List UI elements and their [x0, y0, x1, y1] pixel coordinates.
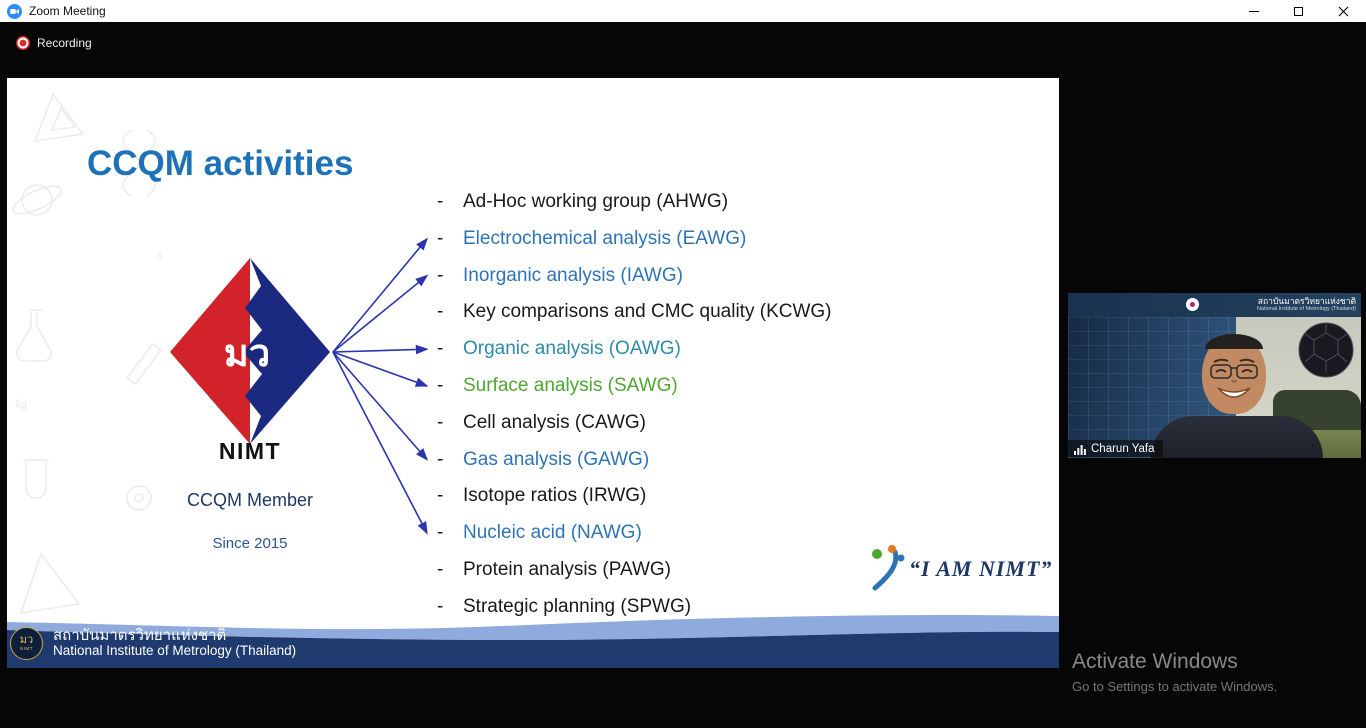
- list-dash: -: [437, 301, 444, 323]
- participant-name: Charun Yafa: [1091, 442, 1155, 455]
- recording-indicator: Recording: [16, 36, 92, 50]
- group-arrow: [332, 351, 429, 387]
- record-dot-icon[interactable]: [16, 36, 30, 50]
- working-group-label: Surface analysis (SAWG): [463, 375, 678, 396]
- activate-windows-watermark: Activate Windows Go to Settings to activ…: [1072, 650, 1277, 694]
- group-arrow: [332, 344, 429, 355]
- minimize-button[interactable]: [1231, 0, 1276, 22]
- minimize-icon: [1248, 10, 1259, 12]
- working-group-label: Protein analysis (PAWG): [463, 559, 671, 580]
- group-arrow: [332, 274, 429, 353]
- close-icon: [1338, 6, 1349, 16]
- working-group-label: Isotope ratios (IRWG): [463, 485, 647, 507]
- svg-text:kg: kg: [15, 396, 28, 411]
- building-sign-text: สถาบันมาตรวิทยาแห่งชาติ National Institu…: [1257, 296, 1356, 313]
- working-group-label: Organic analysis (OAWG): [463, 338, 681, 360]
- working-group-item: -Surface analysis (SAWG): [437, 372, 678, 400]
- list-dash: -: [437, 485, 444, 507]
- list-dash: -: [437, 264, 444, 286]
- working-group-label: Nucleic acid (NAWG): [463, 522, 642, 544]
- maximize-button[interactable]: [1276, 0, 1321, 22]
- building-sign-thai: สถาบันมาตรวิทยาแห่งชาติ: [1257, 296, 1356, 306]
- window-controls: [1231, 0, 1366, 22]
- building-sign-english: National Institute of Metrology (Thailan…: [1256, 306, 1356, 313]
- working-group-item: -Organic analysis (OAWG): [437, 335, 681, 363]
- i-am-nimt-label: “I AM NIMT”: [909, 556, 1053, 581]
- slide-title: CCQM activities: [87, 144, 354, 183]
- list-dash: -: [437, 191, 444, 212]
- list-dash: -: [437, 338, 444, 360]
- nimt-logo: มว: [170, 258, 330, 444]
- list-dash: -: [437, 559, 444, 580]
- working-group-item: -Inorganic analysis (IAWG): [437, 262, 683, 290]
- activate-windows-line2: Go to Settings to activate Windows.: [1072, 679, 1278, 694]
- list-dash: -: [437, 448, 444, 470]
- group-arrow: [332, 237, 429, 353]
- restore-icon: [1294, 6, 1303, 16]
- working-group-item: -Protein analysis (PAWG): [437, 556, 671, 584]
- institute-name-thai: สถาบันมาตรวิทยาแห่งชาติ: [53, 627, 227, 644]
- slide-footer: มว NIMT สถาบันมาตรวิทยาแห่งชาติ National…: [7, 608, 1059, 668]
- window-title: Zoom Meeting: [29, 4, 106, 18]
- since-label: Since 2015: [212, 535, 288, 552]
- building-sign-band: สถาบันมาตรวิทยาแห่งชาติ National Institu…: [1068, 293, 1361, 317]
- nimt-seal-icon: มว NIMT: [10, 627, 43, 660]
- seal-caption: NIMT: [20, 646, 33, 652]
- nimt-caption: NIMT: [218, 438, 282, 464]
- list-dash: -: [437, 375, 444, 396]
- activate-windows-line1: Activate Windows: [1072, 650, 1238, 673]
- institute-name-english: National Institute of Metrology (Thailan…: [53, 643, 297, 658]
- ccqm-member-label: CCQM Member: [186, 490, 313, 510]
- working-group-item: -Electrochemical analysis (EAWG): [437, 225, 746, 253]
- meeting-area: Recording kg mol s: [0, 22, 1366, 728]
- person-head: [1202, 334, 1266, 414]
- working-group-label: Ad-Hoc working group (AHWG): [463, 191, 729, 212]
- working-group-label: Cell analysis (CAWG): [463, 411, 646, 433]
- working-group-item: -Strategic planning (SPWG): [437, 593, 691, 621]
- working-group-item: -Gas analysis (GAWG): [437, 446, 649, 474]
- footer-wave: [7, 615, 1059, 668]
- working-group-item: -Key comparisons and CMC quality (KCWG): [437, 298, 832, 326]
- list-dash: -: [437, 522, 444, 544]
- recording-label: Recording: [37, 36, 92, 50]
- i-am-nimt-icon: [872, 545, 905, 591]
- mic-level-icon: [1074, 444, 1086, 455]
- working-group-item: -Ad-Hoc working group (AHWG): [437, 188, 728, 216]
- fullerene-sculpture: [1298, 322, 1354, 378]
- working-group-item: -Cell analysis (CAWG): [437, 409, 646, 437]
- list-dash: -: [437, 227, 444, 249]
- title-bar: Zoom Meeting: [0, 0, 1366, 22]
- participant-video-tile[interactable]: สถาบันมาตรวิทยาแห่งชาติ National Institu…: [1068, 293, 1361, 458]
- participant-name-tag: Charun Yafa: [1068, 440, 1163, 457]
- seal-glyph: มว: [19, 634, 34, 647]
- close-button[interactable]: [1321, 0, 1366, 22]
- person-body: [1151, 416, 1323, 458]
- working-group-label: Gas analysis (GAWG): [463, 448, 650, 470]
- nimt-logo-text: มว: [224, 333, 270, 375]
- working-group-label: Strategic planning (SPWG): [463, 595, 692, 617]
- i-am-nimt-mark: “I AM NIMT”: [865, 544, 1052, 594]
- working-group-label: Key comparisons and CMC quality (KCWG): [463, 301, 832, 323]
- working-group-label: Electrochemical analysis (EAWG): [463, 227, 747, 249]
- working-group-item: -Isotope ratios (IRWG): [437, 482, 646, 510]
- person-face: [1210, 358, 1258, 398]
- participant-person: [1146, 326, 1331, 458]
- working-group-label: Inorganic analysis (IAWG): [463, 264, 683, 286]
- person-hair: [1205, 334, 1263, 349]
- zoom-app-icon: [7, 3, 22, 19]
- building-sign-logo: [1186, 298, 1199, 311]
- working-group-item: -Nucleic acid (NAWG): [437, 519, 642, 547]
- list-dash: -: [437, 595, 444, 617]
- svg-text:s: s: [157, 246, 162, 261]
- presentation-slide: kg mol s CCQM activities มว NIMT CCQM Me…: [7, 78, 1059, 668]
- list-dash: -: [437, 411, 444, 433]
